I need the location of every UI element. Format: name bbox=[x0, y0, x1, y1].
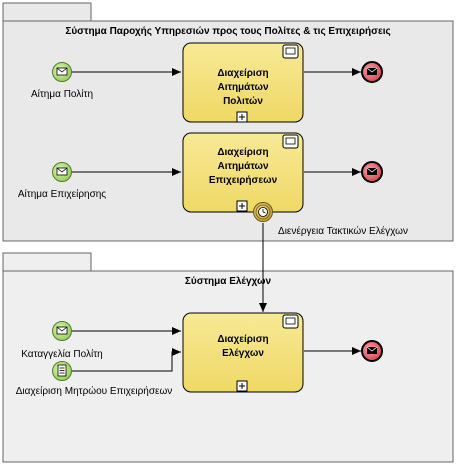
pool-inspections-tab bbox=[2, 252, 92, 272]
pool-services-tab bbox=[2, 2, 92, 22]
subprocess-plus-icon[interactable] bbox=[236, 380, 248, 392]
sequence-flows bbox=[72, 68, 361, 372]
flow-start4-task3[interactable] bbox=[72, 348, 181, 372]
start-event-business-registry[interactable] bbox=[52, 361, 72, 381]
task-inspections[interactable]: Διαχείριση Ελέγχων bbox=[182, 312, 304, 393]
task-inspections-box bbox=[182, 312, 304, 393]
conditional-document-icon bbox=[57, 364, 67, 377]
end-event-1[interactable] bbox=[361, 61, 383, 83]
end-event-3[interactable] bbox=[361, 340, 383, 362]
pool-inspections-title: Σύστημα Ελέγχων bbox=[185, 276, 272, 287]
subprocess-plus-icon[interactable] bbox=[236, 111, 248, 123]
task-business-requests-box bbox=[182, 132, 304, 213]
start-event-label: Αίτημα Επιχείρησης bbox=[18, 188, 106, 200]
message-envelope-icon bbox=[56, 67, 68, 76]
task-label-line: Διαχείριση bbox=[217, 334, 268, 345]
user-task-icon bbox=[282, 134, 299, 149]
message-end-icon bbox=[366, 167, 378, 175]
message-end-icon bbox=[366, 346, 378, 354]
task-label-line: Διαχείριση bbox=[217, 147, 268, 158]
boundary-event-label: Διενέργεια Τακτικών Ελέγχων bbox=[278, 225, 408, 237]
start-event-label: Διαχείριση Μητρώου Επιχειρήσεων bbox=[16, 385, 173, 397]
subprocess-plus-icon[interactable] bbox=[236, 200, 248, 212]
user-task-icon bbox=[282, 314, 299, 329]
start-event-citizen-complaint[interactable] bbox=[52, 321, 72, 341]
task-label-line: Διαχείριση bbox=[217, 68, 268, 79]
message-envelope-icon bbox=[56, 326, 68, 335]
task-label-line: Ελέγχων bbox=[222, 348, 264, 359]
task-business-requests[interactable]: Διαχείριση Αιτημάτων Επιχειρήσεων bbox=[182, 132, 304, 213]
message-envelope-icon bbox=[56, 167, 68, 176]
pool-services-title: Σύστημα Παροχής Υπηρεσιών προς τους Πολί… bbox=[65, 26, 390, 37]
message-end-icon bbox=[366, 67, 378, 75]
start-event-citizen-request[interactable] bbox=[52, 62, 72, 82]
user-task-icon bbox=[282, 44, 299, 59]
start-event-label: Καταγγελία Πολίτη bbox=[21, 348, 102, 360]
task-label-line: Πολιτών bbox=[223, 96, 263, 107]
start-event-business-request[interactable] bbox=[52, 162, 72, 182]
task-label-line: Επιχειρήσεων bbox=[209, 175, 278, 186]
boundary-timer-event[interactable] bbox=[253, 202, 273, 222]
timer-clock-icon bbox=[258, 207, 268, 217]
task-label-line: Αιτημάτων bbox=[217, 82, 268, 93]
task-citizen-requests[interactable]: Διαχείριση Αιτημάτων Πολιτών bbox=[182, 42, 304, 123]
end-event-2[interactable] bbox=[361, 161, 383, 183]
task-label-line: Αιτημάτων bbox=[217, 161, 268, 172]
start-event-label: Αίτημα Πολίτη bbox=[31, 88, 93, 100]
